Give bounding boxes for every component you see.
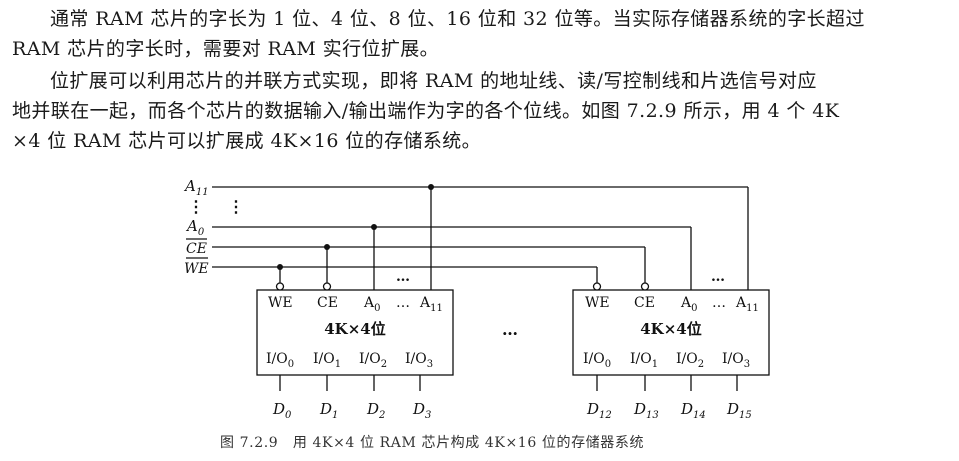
left-we-bubble [275,282,285,291]
right-we-bubble [592,282,602,291]
data-label: D13 [633,400,659,421]
paragraph-word-length: 通常 RAM 芯片的字长为 1 位、4 位、8 位、16 位和 32 位等。当实… [12,4,947,64]
label-a0: A0 [185,217,205,238]
data-label: D0 [272,400,292,421]
right-ce-bubble [640,282,650,291]
data-label: D2 [366,400,385,421]
chip-label: 4K×4位 [640,320,701,338]
chip-left-labels: WE CE A0 … A11 4K×4位 I/O0 I/O1 I/O2 I/O3 [266,295,443,370]
pin-dots-left: … [396,269,410,285]
io-label: I/O2 [359,351,387,370]
pin-a11: A11 [419,295,443,314]
io-label: I/O3 [722,351,750,370]
chip-right-labels: WE CE A0 … A11 4K×4位 I/O0 I/O1 I/O2 I/O3 [583,295,759,370]
paragraph-line: RAM 芯片的字长时，需要对 RAM 实行位扩展。 [12,38,440,60]
io-label: I/O2 [676,351,704,370]
pin-we: WE [268,295,293,311]
io-label: I/O0 [583,351,611,370]
chip-left-body [256,289,454,376]
junction-dot [371,224,377,230]
pin-ce: CE [634,295,655,311]
io-label: I/O0 [266,351,294,370]
junction-dot [428,184,434,190]
data-label: D14 [680,400,706,421]
paragraph-line: ×4 位 RAM 芯片可以扩展成 4K×16 位的存储系统。 [12,130,482,152]
data-label: D12 [586,400,612,421]
pin-dots-right: … [711,269,725,285]
paragraph-line: 通常 RAM 芯片的字长为 1 位、4 位、8 位、16 位和 32 位等。当实… [50,8,865,30]
data-label: D15 [726,400,752,421]
pin-dots: … [712,295,726,311]
vdots-right: ⋮ [228,197,244,216]
pin-we: WE [585,295,610,311]
data-labels-left: D0 D1 D2 D3 [272,400,431,421]
paragraph-bit-expansion: 位扩展可以利用芯片的并联方式实现，即将 RAM 的地址线、读/写控制线和片选信号… [12,66,947,156]
vdots-left: ⋮ [188,197,204,216]
pin-a0: A0 [680,295,698,314]
between-chips-dots: … [502,320,518,339]
label-we: WE [184,261,209,277]
figure-caption: 图 7.2.9 用 4K×4 位 RAM 芯片构成 4K×16 位的存储器系统 [220,435,645,451]
pin-ce: CE [317,295,338,311]
paragraph-line: 位扩展可以利用芯片的并联方式实现，即将 RAM 的地址线、读/写控制线和片选信号… [50,70,817,92]
pin-dots: … [396,295,410,311]
data-label: D1 [319,400,338,421]
label-a11: A11 [183,177,209,198]
junction-dot [324,244,330,250]
paragraph-line: 地并联在一起，而各个芯片的数据输入/输出端作为字的各个位线。如图 7.2.9 所… [12,100,840,122]
label-ce: CE [186,241,207,257]
data-labels-right: D12 D13 D14 D15 [586,400,752,421]
pin-a11: A11 [735,295,759,314]
data-label: D3 [412,400,431,421]
junction-dot [277,264,283,270]
left-ce-bubble [322,282,332,291]
io-label: I/O3 [405,351,433,370]
chip-right-body [572,289,770,376]
io-label: I/O1 [630,351,658,370]
chip-label: 4K×4位 [324,320,385,338]
pin-a0: A0 [363,295,381,314]
io-label: I/O1 [313,351,341,370]
